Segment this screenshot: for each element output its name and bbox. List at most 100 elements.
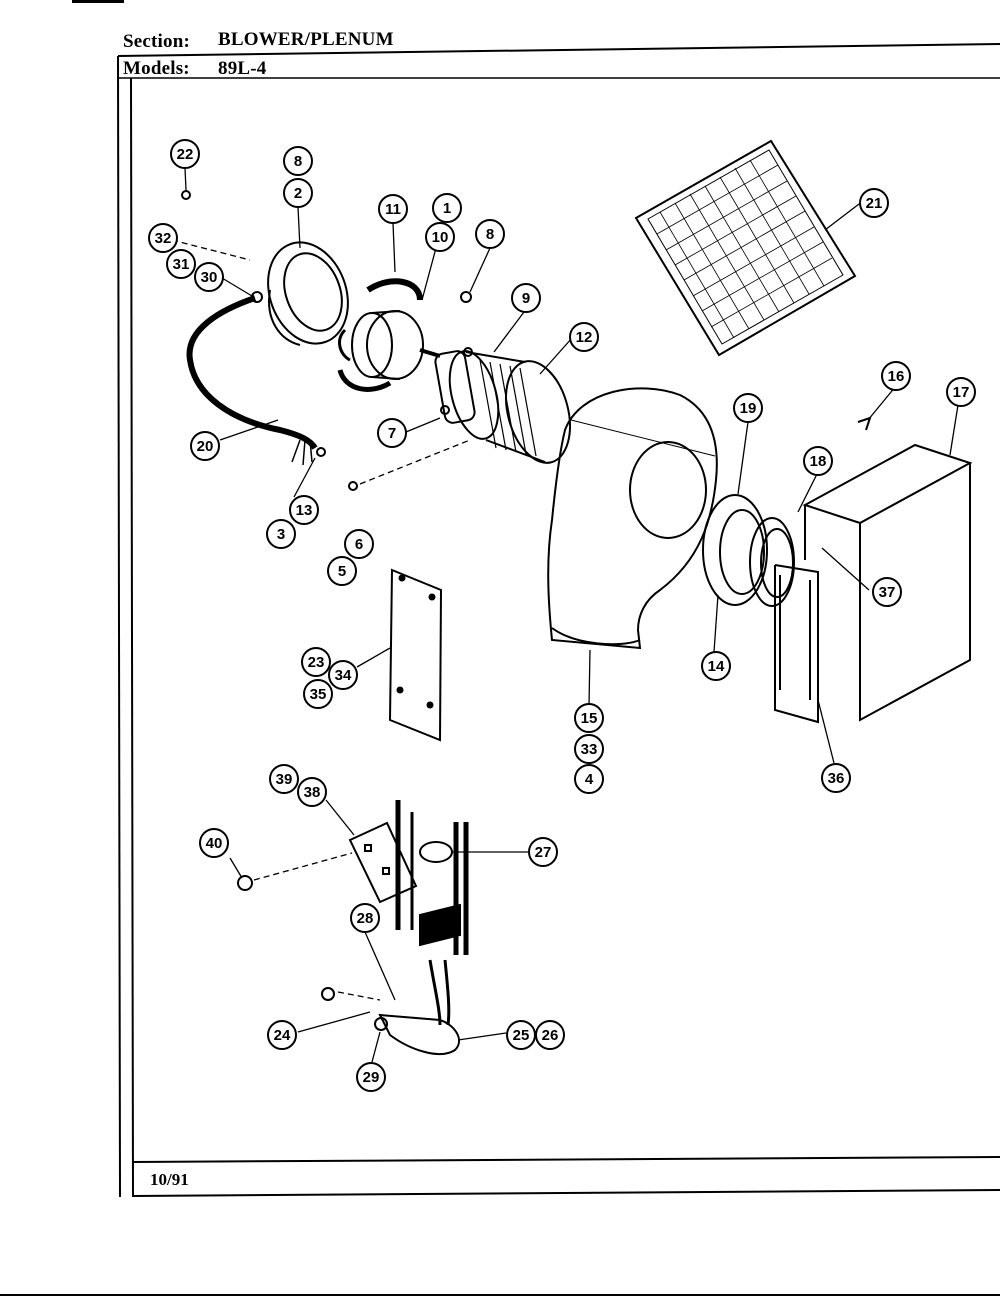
svg-text:27: 27 xyxy=(535,844,552,861)
callout-6: 30 xyxy=(194,262,224,292)
callout-3: 2 xyxy=(283,178,313,208)
bottom-rule xyxy=(0,1294,1000,1296)
svg-text:24: 24 xyxy=(274,1027,291,1044)
cover-plate xyxy=(388,568,443,742)
svg-text:19: 19 xyxy=(740,400,757,417)
svg-text:39: 39 xyxy=(276,771,293,788)
svg-text:18: 18 xyxy=(810,453,827,470)
svg-text:5: 5 xyxy=(338,563,346,580)
svg-text:7: 7 xyxy=(388,425,396,442)
section-title: BLOWER/PLENUM xyxy=(218,29,394,50)
callout-27: 35 xyxy=(303,679,333,709)
callout-24: 37 xyxy=(872,577,902,607)
callout-8: 1 xyxy=(432,193,462,223)
callout-4: 32 xyxy=(148,223,178,253)
blower-housing xyxy=(547,387,718,650)
callout-14: 20 xyxy=(190,431,220,461)
svg-text:4: 4 xyxy=(585,771,594,788)
callout-40: 26 xyxy=(535,1020,565,1050)
models-label: Models: xyxy=(123,58,190,79)
diagram-frame xyxy=(117,43,1000,1198)
svg-text:15: 15 xyxy=(581,710,598,727)
svg-text:29: 29 xyxy=(363,1069,380,1086)
orifice-rings xyxy=(702,494,795,607)
callout-32: 36 xyxy=(821,763,851,793)
callout-19: 5 xyxy=(327,556,357,586)
svg-text:37: 37 xyxy=(879,584,896,601)
callout-37: 28 xyxy=(350,903,380,933)
svg-text:38: 38 xyxy=(304,784,321,801)
svg-text:31: 31 xyxy=(173,256,190,273)
top-rule xyxy=(72,0,124,3)
svg-text:2: 2 xyxy=(294,185,302,202)
svg-text:13: 13 xyxy=(296,502,313,519)
svg-text:3: 3 xyxy=(277,526,285,543)
callout-10: 8 xyxy=(475,219,505,249)
wire-harness xyxy=(186,295,318,466)
svg-text:8: 8 xyxy=(486,226,494,243)
callout-38: 24 xyxy=(267,1020,297,1050)
svg-text:40: 40 xyxy=(206,835,223,852)
svg-text:22: 22 xyxy=(177,146,194,163)
blower-wheel xyxy=(434,350,571,464)
callout-35: 40 xyxy=(199,828,229,858)
callout-13: 21 xyxy=(859,188,889,218)
callout-16: 3 xyxy=(266,519,296,549)
callout-34: 38 xyxy=(297,777,327,807)
svg-text:20: 20 xyxy=(197,438,214,455)
callout-39: 25 xyxy=(506,1020,536,1050)
svg-text:36: 36 xyxy=(828,770,845,787)
svg-text:1: 1 xyxy=(443,200,451,217)
callout-21: 17 xyxy=(946,377,976,407)
svg-text:9: 9 xyxy=(522,290,530,307)
svg-text:28: 28 xyxy=(357,910,374,927)
svg-text:14: 14 xyxy=(708,658,725,675)
svg-text:11: 11 xyxy=(385,201,401,218)
blower-motor xyxy=(337,278,441,392)
callout-9: 10 xyxy=(425,222,455,252)
callout-1: 22 xyxy=(170,139,200,169)
callout-29: 33 xyxy=(574,734,604,764)
callout-15: 13 xyxy=(289,495,319,525)
svg-text:33: 33 xyxy=(581,741,598,758)
svg-text:10: 10 xyxy=(432,229,449,246)
svg-text:8: 8 xyxy=(294,153,302,170)
callout-25: 23 xyxy=(301,647,331,677)
filter-grille xyxy=(634,139,857,357)
callout-28: 15 xyxy=(574,703,604,733)
svg-text:34: 34 xyxy=(335,667,352,684)
callout-41: 29 xyxy=(356,1062,386,1092)
callout-2: 8 xyxy=(283,146,313,176)
svg-text:17: 17 xyxy=(953,384,970,401)
callout-33: 39 xyxy=(269,764,299,794)
callout-36: 27 xyxy=(528,837,558,867)
svg-text:26: 26 xyxy=(542,1027,559,1044)
svg-text:12: 12 xyxy=(576,329,593,346)
svg-text:6: 6 xyxy=(355,536,363,553)
revision-date: 10/91 xyxy=(150,1170,189,1189)
plenum-box xyxy=(774,443,973,724)
svg-text:30: 30 xyxy=(201,269,218,286)
svg-text:32: 32 xyxy=(155,230,172,247)
callout-31: 14 xyxy=(701,651,731,681)
callout-7: 11 xyxy=(378,194,408,224)
callout-17: 7 xyxy=(377,418,407,448)
section-label: Section: xyxy=(123,31,191,52)
svg-text:25: 25 xyxy=(513,1027,530,1044)
svg-text:23: 23 xyxy=(308,654,325,671)
svg-text:16: 16 xyxy=(888,368,905,385)
motor-mount-ring xyxy=(267,241,349,346)
callout-26: 34 xyxy=(328,660,358,690)
svg-text:35: 35 xyxy=(310,686,327,703)
callout-20: 16 xyxy=(881,361,911,391)
callout-23: 18 xyxy=(803,446,833,476)
svg-text:21: 21 xyxy=(866,195,883,212)
callout-12: 12 xyxy=(569,322,599,352)
callout-22: 19 xyxy=(733,393,763,423)
callout-18: 6 xyxy=(344,529,374,559)
leader-lines xyxy=(171,167,959,1063)
callout-30: 4 xyxy=(574,764,604,794)
lower-assembly xyxy=(237,800,469,1055)
